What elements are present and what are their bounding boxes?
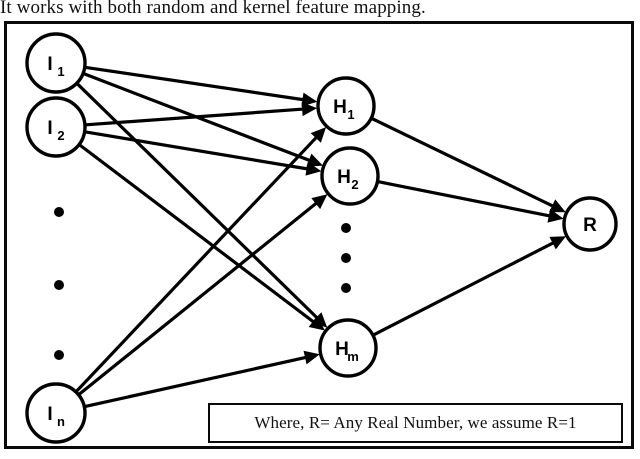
ellipsis-dot-hidden-layer-2 — [341, 283, 351, 293]
arrowhead-In-to-H2 — [311, 194, 328, 210]
node-circle-h2 — [320, 146, 380, 206]
arrowhead-I2-to-H2 — [305, 161, 322, 176]
arrowhead-In-to-Hm — [303, 350, 320, 365]
arrowhead-I1-to-Hm — [311, 312, 328, 328]
node-label-i1: I — [47, 54, 52, 75]
node-label-i2: I — [47, 118, 52, 139]
note-box-text: Where, R= Any Real Number, we assume R=1 — [254, 413, 577, 432]
node-label-h2: H — [337, 167, 351, 188]
node-circle-r — [562, 196, 618, 252]
node-subscript-h1: 1 — [347, 107, 354, 122]
node-circle-h1 — [316, 76, 376, 136]
edge-I2-to-H2 — [85, 130, 310, 171]
node-circle-i2 — [25, 96, 87, 158]
arrowhead-I1-to-H2 — [306, 153, 323, 167]
note-box: Where, R= Any Real Number, we assume R=1 — [208, 403, 623, 443]
node-hm: Hm — [318, 318, 378, 378]
ellipsis-dot-input-layer-1 — [54, 280, 64, 290]
ellipsis-dot-input-layer-2 — [54, 350, 64, 360]
node-circle-in — [25, 382, 87, 444]
edge-H1-to-R — [371, 117, 556, 209]
arrowhead-H2-to-R — [547, 208, 564, 223]
node-subscript-i1: 1 — [57, 64, 64, 79]
node-r: R — [562, 196, 618, 252]
node-label-hm: H — [335, 339, 349, 360]
edge-In-to-H2 — [78, 200, 320, 396]
ellipsis-dot-input-layer-0 — [54, 207, 64, 217]
arrowhead-Hm-to-R — [549, 236, 566, 250]
edge-I1-to-H1 — [85, 65, 306, 102]
edge-In-to-H1 — [75, 134, 320, 393]
ellipsis-dot-hidden-layer-1 — [341, 253, 351, 263]
arrowhead-In-to-H1 — [310, 127, 327, 143]
node-label-r: R — [583, 215, 597, 236]
edge-H2-to-R — [378, 180, 553, 218]
edge-Hm-to-R — [373, 240, 557, 337]
caption-above-figure: It works with both random and kernel fea… — [0, 0, 426, 18]
node-label-h1: H — [333, 97, 347, 118]
edge-I2-to-H1 — [85, 107, 306, 127]
node-circle-i1 — [25, 32, 87, 94]
edges-group — [75, 65, 566, 409]
ellipsis-dots-group — [54, 207, 351, 360]
node-subscript-i2: 2 — [57, 128, 64, 143]
figure-frame — [4, 21, 634, 449]
node-subscript-h2: 2 — [351, 177, 358, 192]
arrowhead-I2-to-H1 — [301, 102, 318, 117]
node-subscript-hm: m — [347, 349, 359, 364]
arrowhead-H1-to-R — [549, 199, 566, 213]
node-circle-hm — [318, 318, 378, 378]
arrowhead-I1-to-H1 — [301, 92, 318, 107]
edge-I2-to-Hm — [78, 143, 317, 325]
edge-In-to-Hm — [84, 355, 309, 409]
node-label-in: I — [47, 404, 52, 425]
arrowhead-I2-to-Hm — [308, 315, 325, 331]
ellipsis-dot-hidden-layer-0 — [341, 223, 351, 233]
node-subscript-in: n — [57, 414, 65, 429]
